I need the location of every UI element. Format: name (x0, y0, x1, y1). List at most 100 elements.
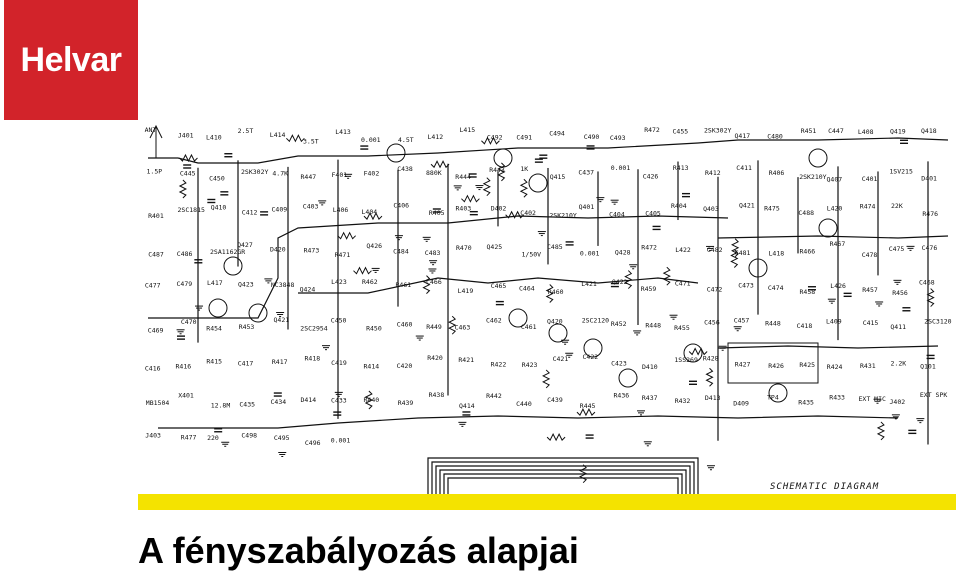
component-label: 2SK210Y (549, 212, 576, 220)
component-label: 2SC1815 (178, 206, 205, 214)
component-label: R440 (364, 396, 380, 404)
wire (435, 465, 691, 500)
resistor-symbol (579, 464, 588, 484)
resistor-symbol (542, 369, 551, 389)
component-label: R443 (489, 166, 505, 174)
component-label: C478 (862, 251, 878, 259)
component-label: L422 (675, 246, 691, 254)
component-label: C409 (272, 206, 288, 214)
component-label: C477 (145, 281, 161, 289)
component-label: R472 (644, 126, 660, 134)
component-label: Q428 (615, 249, 631, 257)
component-label: R422 (491, 360, 507, 368)
component-label: Q417 (735, 132, 751, 140)
component-label: C450 (331, 316, 347, 324)
resistor-symbol (576, 408, 596, 417)
resistor-symbol (545, 284, 554, 303)
component-label: C423 (611, 360, 627, 368)
component-label: R472 (641, 244, 657, 252)
component-label: R442 (486, 392, 502, 400)
resistor-symbol (337, 231, 356, 240)
component-label: D401 (921, 175, 937, 183)
schematic-caption: SCHEMATIC DIAGRAM (770, 482, 880, 492)
component-label: 2.5T (238, 127, 254, 135)
resistor-symbol (876, 421, 886, 441)
component-label: C402 (520, 209, 536, 217)
component-label: C401 (862, 175, 878, 183)
component-label: R427 (735, 360, 751, 368)
component-label: C483 (425, 249, 441, 257)
transistor-symbol (748, 258, 768, 278)
transistor-symbol (583, 338, 603, 358)
component-label: NC3848 (271, 281, 295, 289)
component-label: R447 (301, 173, 317, 181)
resistor-symbol (363, 211, 383, 221)
transistor-symbol (386, 143, 406, 163)
resistor-symbol (705, 367, 714, 387)
component-label: 2SC3120 (924, 318, 951, 326)
component-label: D410 (642, 363, 658, 371)
component-label: D413 (705, 394, 721, 402)
component-label: R424 (827, 363, 843, 371)
component-label: 2SK210Y (799, 173, 826, 181)
component-label: R466 (800, 248, 816, 256)
component-label: R449 (426, 323, 442, 331)
component-label: D414 (301, 396, 317, 404)
component-label: 0.001 (580, 249, 600, 257)
component-label: Q426 (366, 242, 382, 250)
component-label: D402 (491, 204, 507, 212)
component-label: J403 (145, 432, 161, 440)
component-label: 0.001 (331, 437, 351, 445)
component-label: Q427 (237, 241, 253, 249)
component-label: L414 (270, 131, 286, 139)
wire (158, 415, 899, 429)
component-label: 2SC2954 (300, 325, 327, 333)
transistor-symbol (248, 303, 268, 323)
component-label: 1/50V (522, 251, 542, 259)
component-label: R451 (801, 127, 817, 135)
component-label: C421 (553, 355, 569, 363)
ic-mb1504 (727, 342, 819, 384)
component-label: Q418 (921, 127, 937, 135)
slide-title: A fényszabályozás alapjai (138, 530, 579, 571)
component-label: C471 (675, 279, 691, 287)
component-label: 12.8M (211, 402, 231, 410)
component-label: C447 (828, 127, 844, 135)
component-label: C463 (455, 324, 471, 332)
component-label: C404 (609, 211, 625, 219)
component-label: L410 (206, 133, 222, 141)
component-label: 880K (426, 169, 442, 177)
component-label: C462 (486, 317, 502, 325)
component-label: Q403 (703, 205, 719, 213)
component-label: 1K (520, 165, 528, 173)
component-label: R426 (768, 362, 784, 370)
transistor-symbol (528, 173, 548, 193)
transistor-symbol (768, 383, 788, 403)
component-label: L426 (830, 282, 846, 290)
component-label: R420 (427, 354, 443, 362)
component-label: C474 (768, 284, 784, 292)
component-label: C416 (145, 364, 161, 372)
resistor-symbol (430, 160, 450, 169)
component-label: C417 (238, 360, 254, 368)
component-label: Q414 (459, 402, 475, 410)
resistor-symbol (731, 238, 740, 258)
resistor-symbol (624, 270, 633, 289)
component-label: R421 (458, 356, 474, 364)
component-label: R471 (335, 251, 351, 259)
component-label: 1.5P (147, 168, 163, 176)
component-label: EXT SPK (920, 391, 947, 399)
component-label: R448 (765, 320, 781, 328)
component-label: C476 (922, 244, 938, 252)
component-label: 22K (891, 202, 903, 210)
component-label: R413 (673, 164, 689, 172)
resistor-symbol (461, 194, 480, 203)
component-label: R428 (703, 354, 719, 362)
wire (148, 137, 949, 164)
component-label: R475 (764, 204, 780, 212)
component-label: R425 (799, 361, 815, 369)
component-label: C426 (643, 173, 659, 181)
component-label: C420 (397, 362, 413, 370)
component-label: C465 (491, 282, 507, 290)
component-label: C491 (516, 134, 532, 142)
